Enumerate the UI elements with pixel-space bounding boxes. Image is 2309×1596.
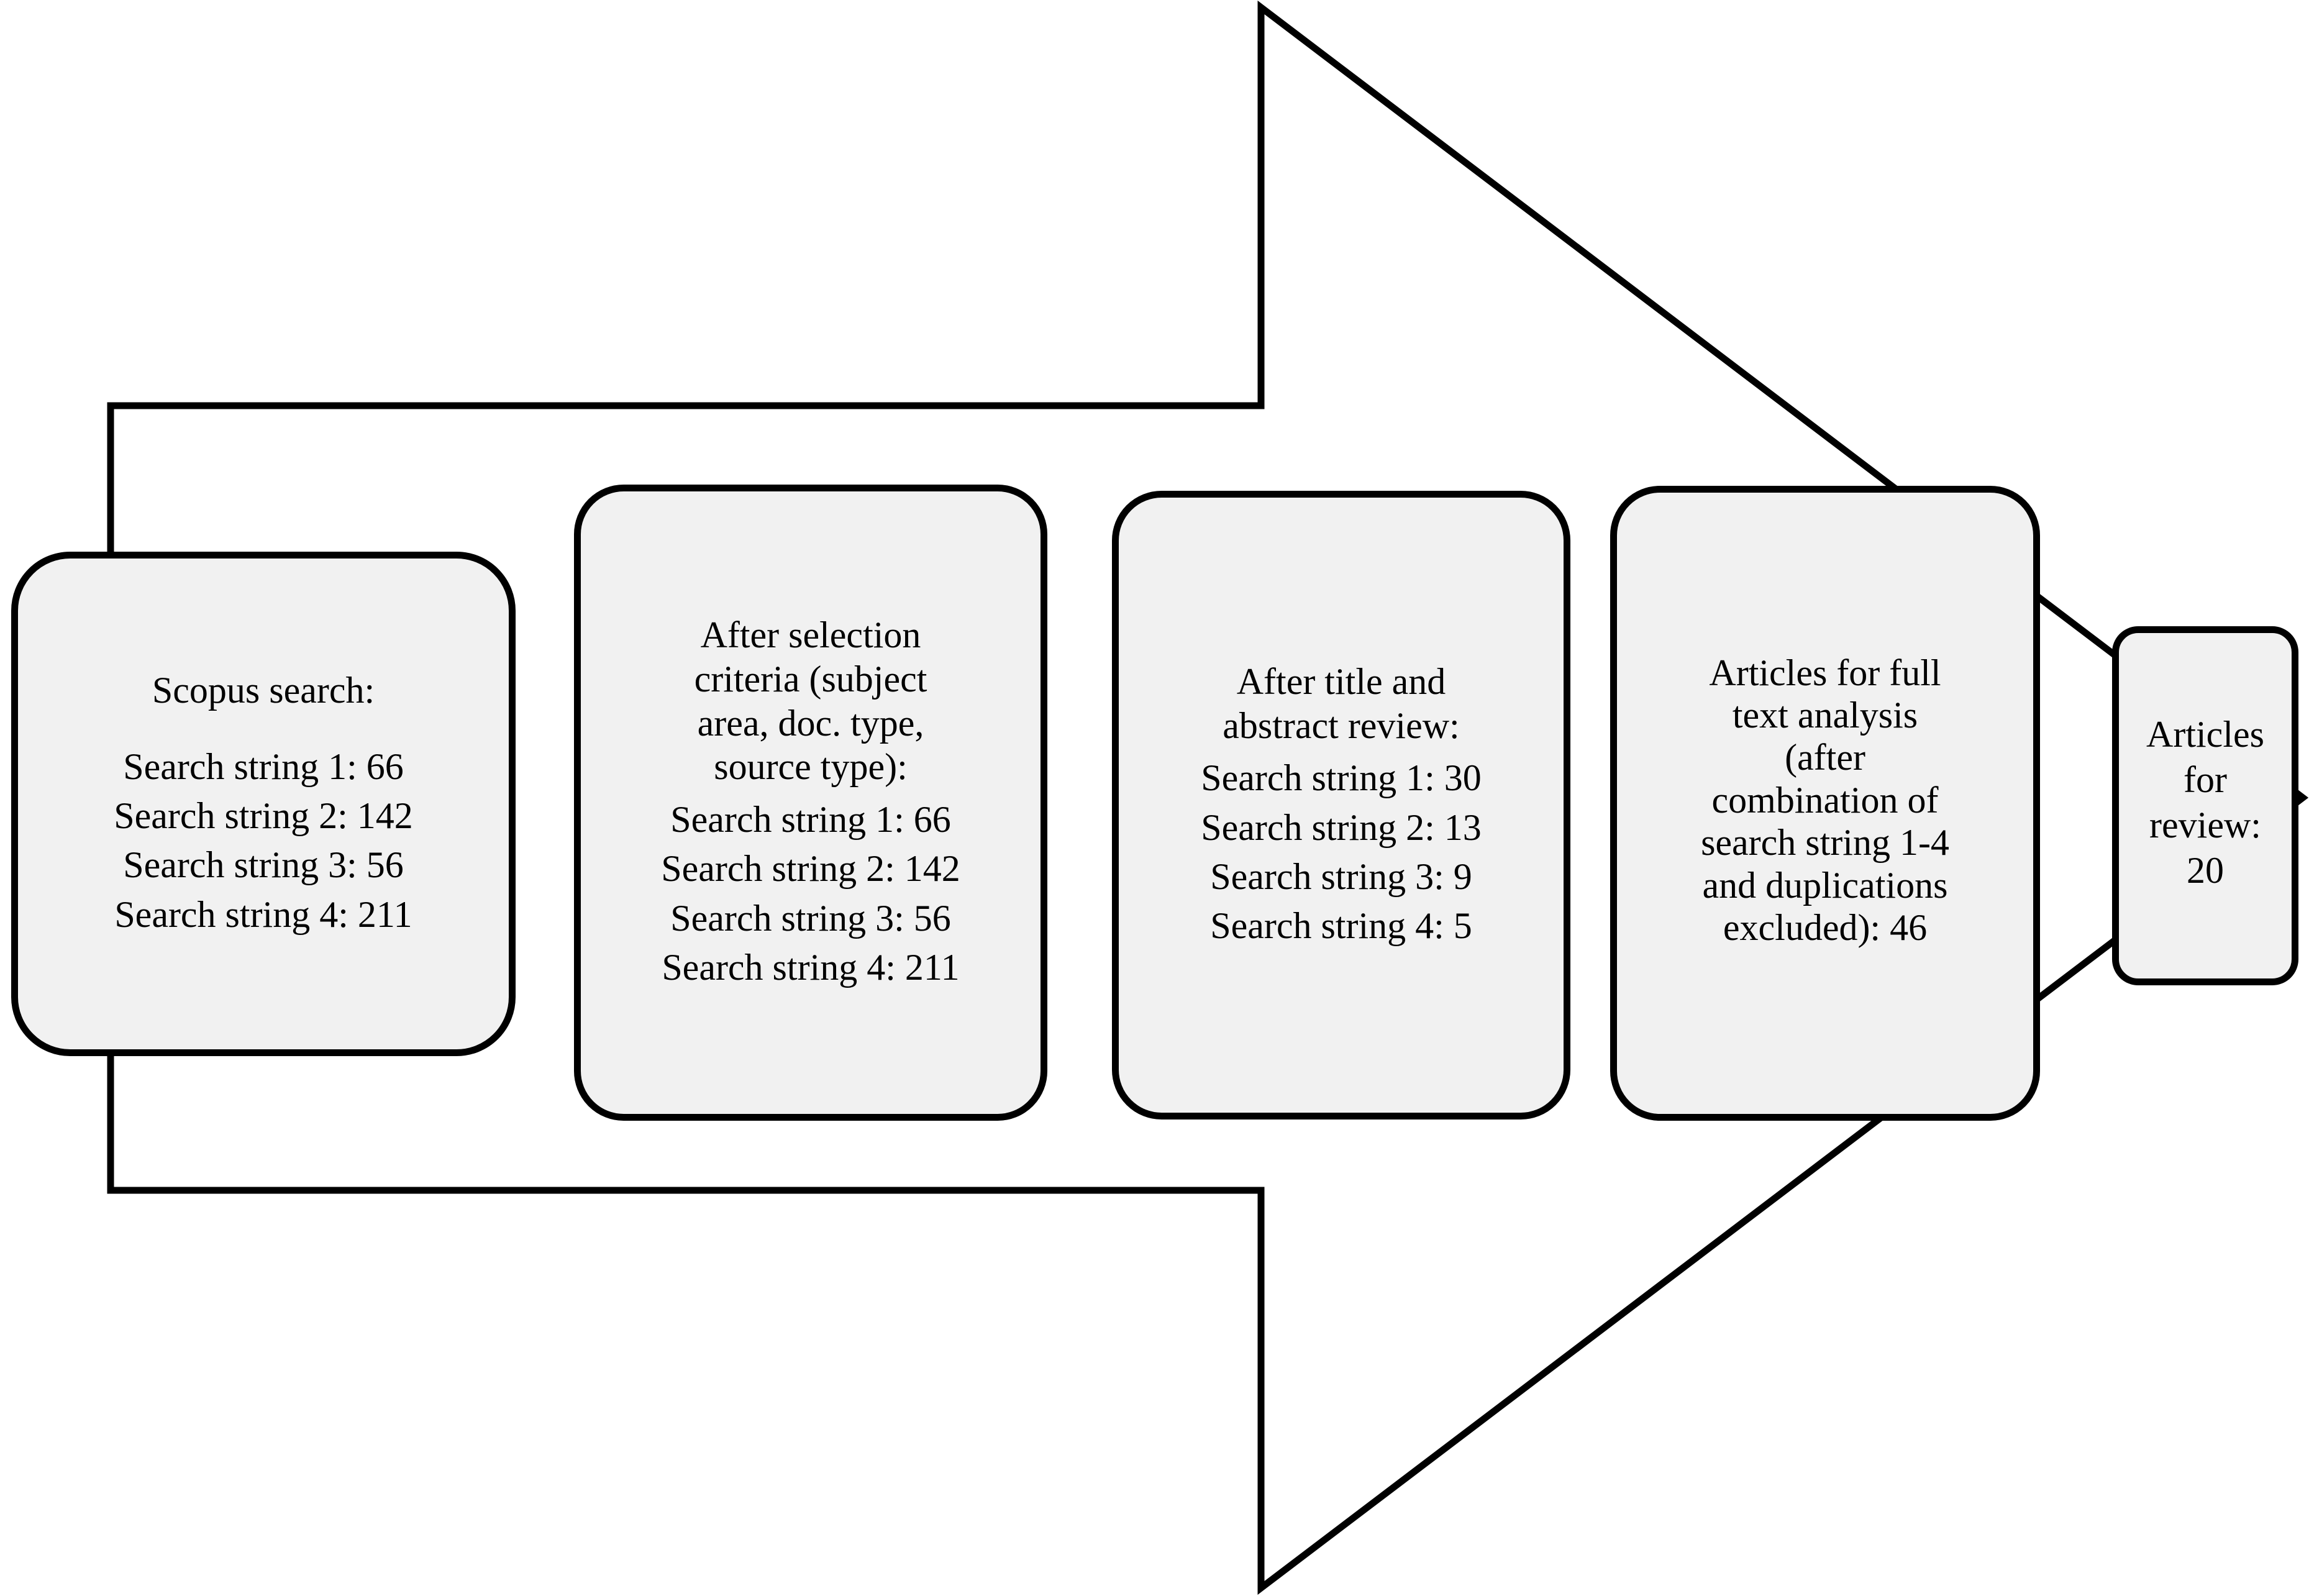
stage-line: Search string 4: 211 (114, 893, 412, 935)
stage-heading: Scopus search: (152, 670, 375, 711)
stage-box-articles-for-review: Articles for review: 20 (2112, 626, 2298, 985)
stage-box-after-selection-criteria: After selection criteria (subject area, … (574, 485, 1047, 1121)
stage-heading: Articles for full text analysis (after c… (1701, 652, 1949, 948)
stage-heading: Articles for review: 20 (2146, 713, 2264, 891)
stage-heading: After selection criteria (subject area, … (694, 614, 927, 788)
stage-line: Search string 2: 13 (1201, 806, 1482, 848)
stage-box-after-title-abstract-review: After title and abstract review: Search … (1112, 491, 1570, 1119)
stage-line: Search string 4: 5 (1210, 905, 1472, 946)
stage-line: Search string 2: 142 (661, 848, 960, 890)
stage-box-articles-for-full-text-analysis: Articles for full text analysis (after c… (1610, 486, 2040, 1121)
stage-line: Search string 1: 66 (670, 799, 951, 841)
stage-line: Search string 1: 30 (1201, 757, 1482, 799)
stage-line: Search string 1: 66 (123, 746, 404, 788)
stage-line: Search string 3: 56 (123, 844, 404, 886)
stage-box-scopus-search: Scopus search: Search string 1: 66 Searc… (11, 552, 516, 1056)
stage-line: Search string 4: 211 (662, 946, 960, 988)
stage-line: Search string 3: 56 (670, 897, 951, 939)
stage-line: Search string 2: 142 (114, 795, 413, 837)
stage-line: Search string 3: 9 (1210, 855, 1472, 897)
stage-heading: After title and abstract review: (1223, 660, 1460, 746)
